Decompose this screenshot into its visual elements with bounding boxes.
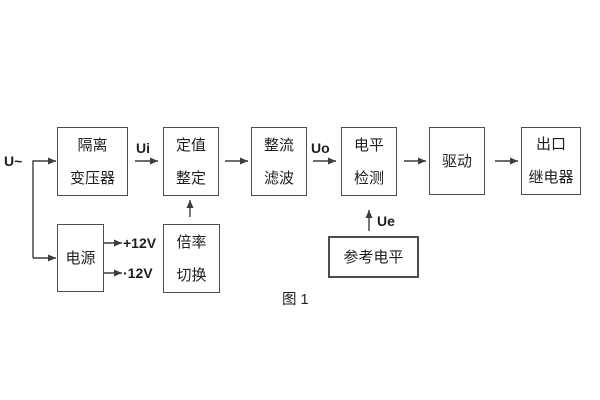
block-label: 电源 — [65, 249, 96, 267]
signal-uo-label: Uo — [311, 140, 330, 156]
connector-input-to-transformer — [32, 157, 56, 258]
block-label: 定值 — [175, 136, 206, 154]
positive-rail-label: +12V — [123, 235, 157, 251]
block-label: 滤波 — [263, 169, 294, 187]
signal-ui-label: Ui — [136, 140, 150, 156]
block-reference-level: 参考电平 — [328, 236, 419, 278]
block-label: 整定 — [175, 169, 206, 187]
block-label: 隔离 — [77, 136, 108, 154]
block-label: 变压器 — [69, 169, 115, 187]
block-label: 出口 — [535, 136, 566, 153]
block-ratio-switching: 倍率 切换 — [163, 224, 220, 293]
figure-caption: 图 1 — [282, 292, 309, 308]
block-power-supply: 电源 — [57, 224, 104, 292]
negative-rail-label: ·12V — [123, 265, 153, 281]
block-label: 倍率 — [176, 233, 207, 251]
block-isolation-transformer: 隔离 变压器 — [57, 127, 128, 196]
input-voltage-label: U~ — [4, 153, 23, 169]
block-label: 整流 — [263, 136, 294, 154]
block-level-detection: 电平 检测 — [341, 127, 397, 196]
signal-ue-label: Ue — [377, 213, 395, 229]
block-rectifier-filter: 整流 滤波 — [251, 127, 307, 196]
block-label: 切换 — [176, 266, 207, 284]
block-label: 继电器 — [528, 169, 574, 186]
block-setting-adjust: 定值 整定 — [163, 127, 219, 196]
block-output-relay: 出口 继电器 — [521, 127, 581, 195]
block-label: 参考电平 — [343, 248, 404, 266]
block-label: 检测 — [353, 169, 384, 187]
block-drive: 驱动 — [429, 127, 485, 195]
block-label: 驱动 — [441, 152, 472, 170]
block-label: 电平 — [353, 136, 384, 154]
